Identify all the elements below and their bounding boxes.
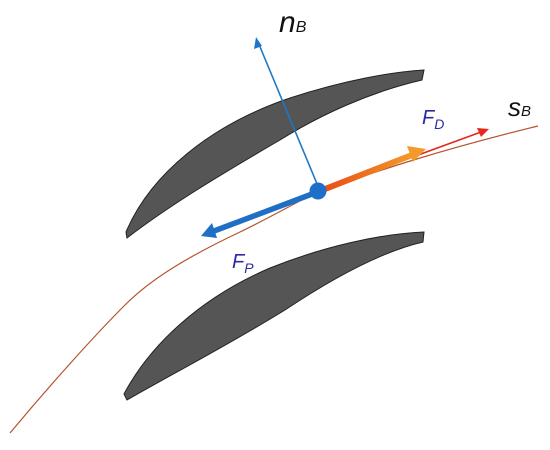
drag-force-label: FD <box>422 107 444 132</box>
tangent-label-main: s <box>508 92 521 122</box>
normal-label-sub: B <box>296 19 307 36</box>
pressure-force-line <box>213 188 321 234</box>
lower-blade <box>123 231 425 401</box>
tangent-label-sub: B <box>521 103 531 120</box>
tangent-vector-arrowhead <box>477 128 489 137</box>
particle <box>309 182 327 200</box>
drag-force-arrowhead <box>407 146 426 162</box>
pressure-label-main: F <box>232 251 246 273</box>
pressure-label-sub: P <box>244 260 254 276</box>
normal-vector-line <box>257 41 321 192</box>
drag-label-sub: D <box>434 116 444 132</box>
pressure-force-label: FP <box>232 251 254 276</box>
normal-vector-arrowhead <box>254 37 262 49</box>
drag-label-main: F <box>422 107 436 129</box>
normal-label-main: n <box>279 6 296 39</box>
particle-trajectory <box>9 125 539 434</box>
drag-force-line <box>318 152 414 194</box>
tangent-vector-label: sB <box>508 92 531 122</box>
upper-blade <box>125 69 425 239</box>
normal-vector-label: nB <box>279 6 307 39</box>
pressure-force-arrowhead <box>201 223 217 238</box>
